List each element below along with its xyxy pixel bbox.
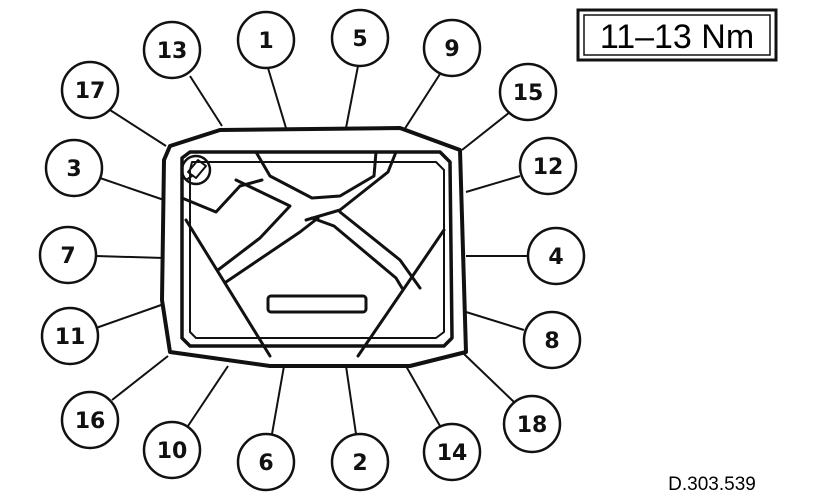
bolt-marker-7: 7 (38, 225, 165, 285)
bolt-marker-6: 6 (236, 365, 296, 492)
svg-text:10: 10 (157, 439, 188, 464)
flange-inner (180, 150, 454, 348)
bolt-markers: 13 1 5 9 17 15 (38, 8, 586, 492)
svg-text:1: 1 (258, 29, 273, 54)
svg-text:6: 6 (258, 451, 273, 476)
svg-text:2: 2 (352, 451, 367, 476)
bolt-marker-15: 15 (461, 62, 558, 151)
svg-text:5: 5 (352, 27, 367, 52)
svg-text:12: 12 (533, 155, 564, 180)
sensor-plug-icon (180, 154, 212, 186)
rib-x-right-lower (338, 210, 422, 290)
svg-text:3: 3 (66, 157, 81, 182)
torque-spec-box: 11–13 Nm (576, 8, 778, 62)
drawing-reference: D.303.539 (668, 474, 756, 495)
svg-text:9: 9 (444, 37, 459, 62)
rib-left-pocket (180, 178, 264, 214)
rib-top (254, 150, 378, 200)
bolt-marker-17: 17 (60, 60, 167, 147)
svg-text:4: 4 (548, 245, 563, 270)
bolt-marker-8: 8 (465, 310, 582, 370)
flange-outer (160, 126, 468, 368)
rib-x-center (310, 216, 404, 290)
bolt-marker-9: 9 (403, 18, 482, 131)
bolt-marker-4: 4 (466, 226, 586, 286)
drain-slot (266, 294, 368, 314)
rib-x-right-upper (304, 150, 398, 222)
svg-text:8: 8 (544, 329, 559, 354)
svg-text:17: 17 (75, 79, 106, 104)
bolt-marker-12: 12 (465, 136, 578, 196)
torque-spec-text: 11–13 Nm (600, 18, 754, 56)
rib-diag-left (184, 218, 272, 358)
bolt-marker-13: 13 (142, 20, 223, 127)
bolt-marker-2: 2 (330, 365, 390, 492)
svg-text:16: 16 (75, 409, 106, 434)
svg-text:18: 18 (517, 413, 548, 438)
rib-diag-right (356, 228, 446, 358)
bolt-marker-5: 5 (330, 8, 390, 129)
svg-text:15: 15 (513, 81, 544, 106)
bolt-marker-11: 11 (40, 303, 165, 366)
svg-text:7: 7 (60, 244, 75, 269)
bolt-marker-1: 1 (236, 10, 296, 129)
rib-x-left-upper (216, 178, 292, 272)
bolt-marker-16: 16 (60, 355, 169, 450)
bolt-marker-14: 14 (405, 365, 482, 482)
bolt-marker-10: 10 (142, 365, 229, 480)
oil-pan-outline (160, 126, 468, 368)
bolt-marker-18: 18 (463, 353, 562, 454)
svg-text:14: 14 (437, 441, 468, 466)
svg-text:13: 13 (157, 39, 188, 64)
svg-text:11: 11 (55, 325, 86, 350)
bolt-marker-3: 3 (44, 138, 165, 201)
rib-x-left-lower (224, 216, 320, 284)
